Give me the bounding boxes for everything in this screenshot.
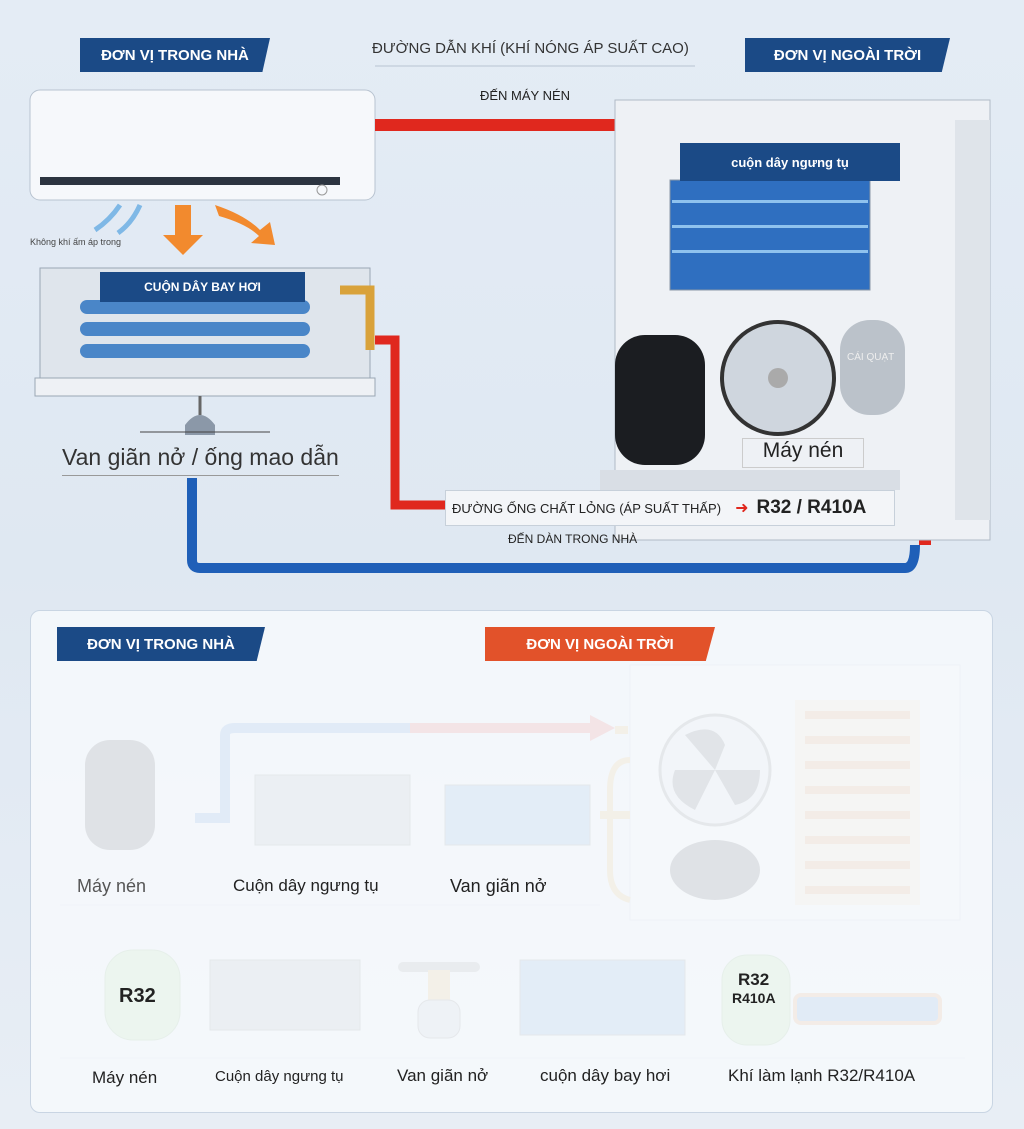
row2-refrigerant: Khí làm lạnh R32/R410A [728, 1066, 916, 1085]
indoor-ac-unit [29, 89, 376, 201]
arrow-right-icon: ➜ [735, 500, 749, 517]
evaporator-coil-tag: CUỘN DÂY BAY HƠI [100, 272, 305, 302]
expansion-valve-label: Van giãn nở / ống mao dẫn [62, 444, 339, 476]
liquid-line-label: ĐƯỜNG ỐNG CHẤT LỎNG (ÁP SUẤT THẤP) [452, 500, 722, 516]
bottom-indoor-banner: ĐƠN VỊ TRONG NHÀ [57, 627, 265, 661]
compressor-label: Máy nén [742, 438, 864, 468]
tank2-label-a: R32 [738, 970, 770, 989]
row1-expansion-valve: Van giãn nở [450, 876, 547, 896]
row2-condenser: Cuộn dây ngưng tụ [215, 1068, 344, 1085]
tank2-label-b: R410A [732, 990, 776, 1006]
bottom-outdoor-banner: ĐƠN VỊ NGOÀI TRỜI [485, 627, 715, 661]
condenser-coil-tag: cuộn dây ngưng tụ [680, 143, 900, 181]
liquid-line-box: ĐƯỜNG ỐNG CHẤT LỎNG (ÁP SUẤT THẤP) ➜ R32… [445, 490, 895, 526]
refrigerant-label: R32 / R410A [756, 497, 867, 518]
to-indoor-label: ĐẾN DÀN TRONG NHÀ [508, 532, 638, 546]
indoor-unit-banner: ĐƠN VỊ TRONG NHÀ [80, 38, 270, 72]
warm-air-label: Không khí ấm áp trong [30, 237, 122, 247]
row2-evaporator: cuộn dây bay hơi [540, 1066, 671, 1085]
row1-condenser: Cuộn dây ngưng tụ [233, 876, 379, 895]
components-panel [30, 610, 993, 1113]
liquid-pipe [375, 335, 450, 510]
expansion-valve-icon [140, 396, 270, 435]
row1-compressor: Máy nén [77, 876, 147, 896]
tank1-label: R32 [119, 985, 156, 1007]
fan-label: CÁI QUẠT [847, 352, 895, 363]
outdoor-unit-banner: ĐƠN VỊ NGOÀI TRỜI [745, 38, 950, 72]
gas-line-label: ĐƯỜNG DẪN KHÍ (KHÍ NÓNG ÁP SUẤT CAO) [372, 40, 689, 57]
to-compressor-label: ĐẾN MÁY NÉN [480, 88, 571, 103]
airflow-arrows [93, 203, 275, 255]
return-pipe [187, 478, 920, 573]
row2-expansion-valve: Van giãn nở [397, 1066, 489, 1085]
row2-compressor: Máy nén [92, 1068, 158, 1087]
